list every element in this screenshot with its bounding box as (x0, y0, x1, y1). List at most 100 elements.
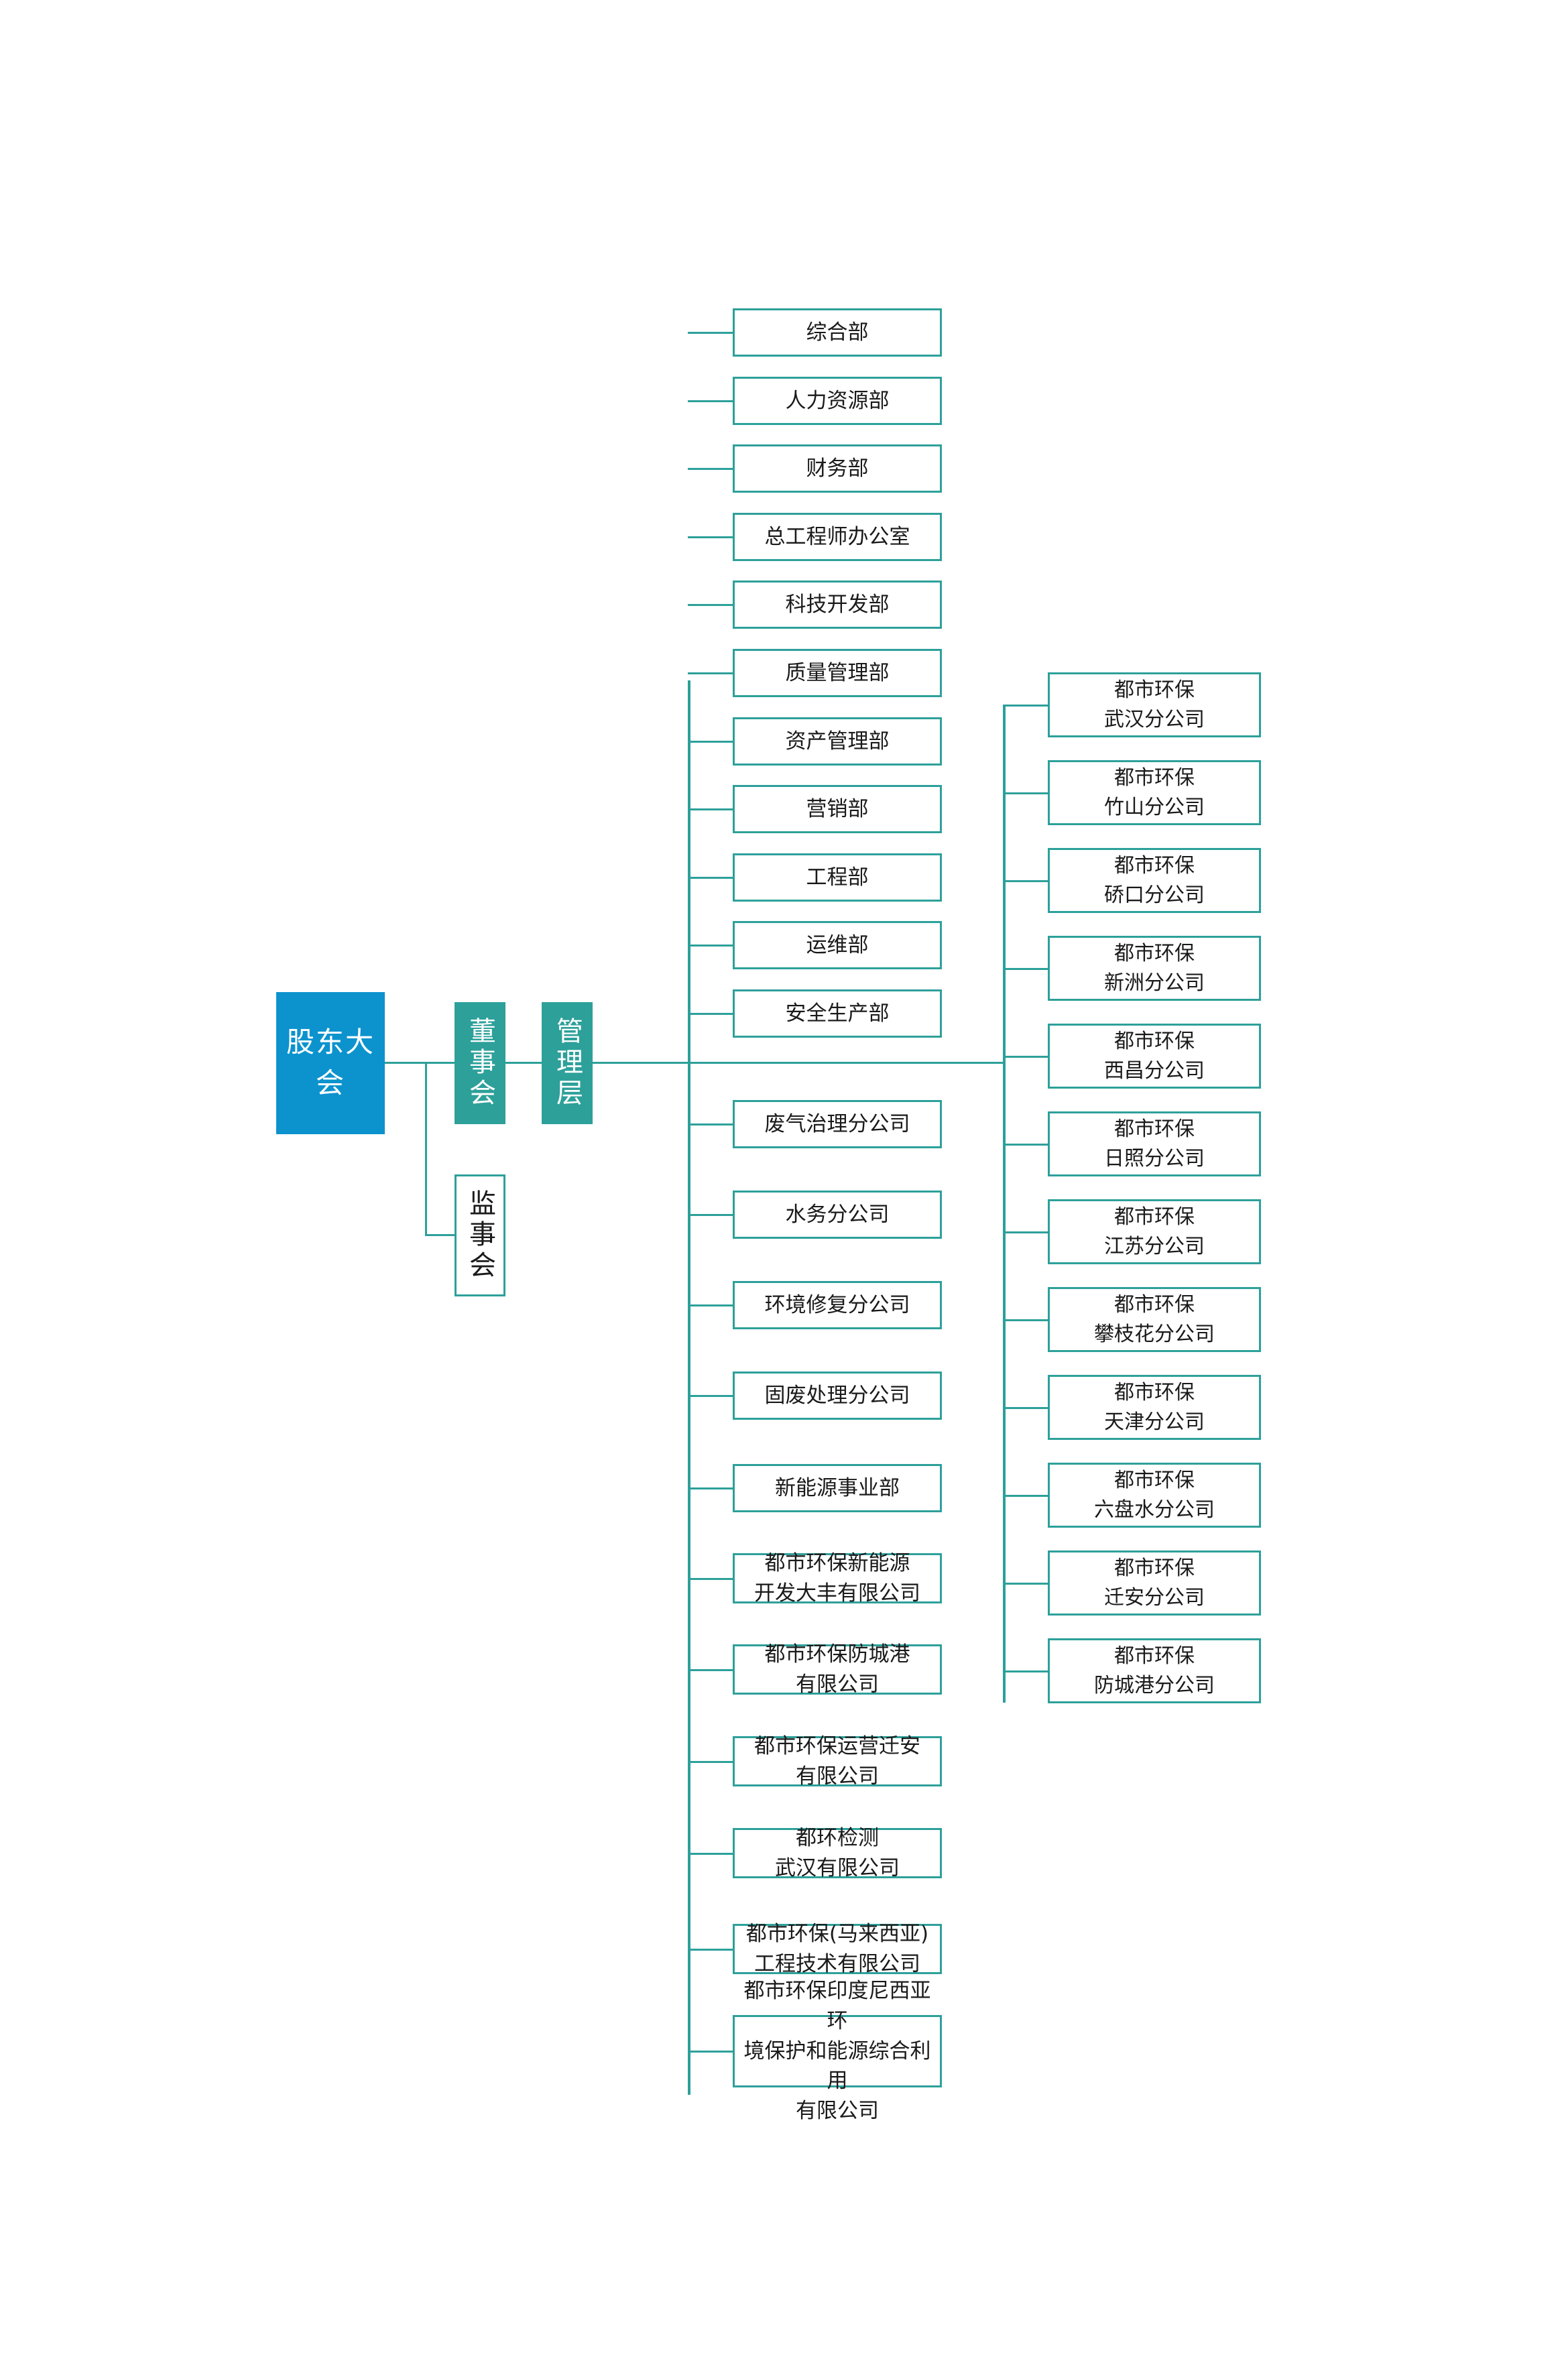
branch-node[interactable]: 都市环保 六盘水分公司 (1048, 1463, 1261, 1528)
branch-node[interactable]: 都市环保 武汉分公司 (1048, 672, 1261, 737)
branch-label: 都市环保 日照分公司 (1104, 1117, 1205, 1170)
department-label: 都市环保运营迁安 有限公司 (754, 1733, 920, 1788)
department-connector-stub (688, 741, 733, 743)
branch-label: 都市环保 武汉分公司 (1104, 678, 1205, 731)
department-connector-stub (688, 1214, 733, 1216)
branch-label: 都市环保 硚口分公司 (1104, 854, 1205, 907)
department-node[interactable]: 营销部 (733, 785, 942, 833)
node-board-of-directors[interactable]: 董事会 (455, 1002, 505, 1124)
connector-shareholders-to-board (385, 1062, 456, 1064)
department-connector-stub (688, 1395, 733, 1397)
management-layer-label: 管理层 (552, 1017, 583, 1109)
department-connector-stub (688, 1487, 733, 1489)
branch-node[interactable]: 都市环保 迁安分公司 (1048, 1550, 1261, 1616)
department-node[interactable]: 新能源事业部 (733, 1464, 942, 1512)
department-node[interactable]: 都环检测 武汉有限公司 (733, 1826, 942, 1880)
department-connector-stub (688, 468, 733, 470)
branch-node[interactable]: 都市环保 江苏分公司 (1048, 1199, 1261, 1264)
department-node[interactable]: 废气治理分公司 (733, 1100, 942, 1148)
node-board-of-supervisors[interactable]: 监事会 (455, 1174, 505, 1296)
branch-label: 都市环保 江苏分公司 (1104, 1205, 1205, 1258)
department-node[interactable]: 环境修复分公司 (733, 1281, 942, 1329)
department-node[interactable]: 都市环保新能源 开发大丰有限公司 (733, 1551, 942, 1605)
department-connector-stub (688, 945, 733, 947)
node-management-layer[interactable]: 管理层 (542, 1002, 593, 1124)
department-label: 废气治理分公司 (764, 1111, 910, 1136)
department-label: 固废处理分公司 (764, 1383, 910, 1408)
branch-connector-stub (1003, 1319, 1048, 1321)
branch-node[interactable]: 都市环保 天津分公司 (1048, 1375, 1261, 1440)
branch-label: 都市环保 天津分公司 (1104, 1381, 1205, 1434)
department-label: 科技开发部 (785, 592, 890, 617)
departments-trunk-line (688, 680, 690, 2095)
branch-label: 都市环保 西昌分公司 (1104, 1030, 1205, 1083)
branch-connector-stub (1003, 1231, 1048, 1233)
department-connector-stub (688, 1668, 733, 1671)
branch-connector-stub (1003, 967, 1048, 970)
department-node[interactable]: 工程部 (733, 853, 942, 902)
branch-connector-stub (1003, 1582, 1048, 1585)
department-label: 都市环保防城港 有限公司 (764, 1642, 910, 1697)
department-connector-stub (688, 1760, 733, 1763)
department-node[interactable]: 都市环保(马来西亚) 工程技术有限公司 (733, 1922, 942, 1976)
department-label: 人力资源部 (785, 388, 890, 413)
branch-label: 都市环保 六盘水分公司 (1094, 1469, 1215, 1522)
branch-connector-stub (1003, 792, 1048, 794)
branch-connector-stub (1003, 1670, 1048, 1672)
department-node[interactable]: 运维部 (733, 921, 942, 969)
department-connector-stub (688, 2051, 733, 2053)
department-label: 运维部 (806, 932, 869, 957)
department-connector-stub (688, 808, 733, 810)
department-node[interactable]: 都市环保运营迁安 有限公司 (733, 1734, 942, 1788)
branch-node[interactable]: 都市环保 硚口分公司 (1048, 848, 1261, 913)
department-node[interactable]: 总工程师办公室 (733, 513, 942, 561)
department-node[interactable]: 质量管理部 (733, 649, 942, 697)
department-label: 营销部 (806, 796, 869, 821)
board-of-directors-label: 董事会 (465, 1017, 495, 1109)
connector-board-to-management (504, 1062, 543, 1064)
department-connector-stub (688, 1948, 733, 1951)
department-node[interactable]: 资产管理部 (733, 717, 942, 766)
department-label: 安全生产部 (785, 1001, 890, 1026)
department-node[interactable]: 安全生产部 (733, 989, 942, 1038)
department-node[interactable]: 综合部 (733, 308, 942, 357)
branch-label: 都市环保 新洲分公司 (1104, 942, 1205, 995)
department-node[interactable]: 固废处理分公司 (733, 1372, 942, 1420)
shareholders-meeting-label: 股东大会 (286, 1026, 375, 1099)
department-label: 总工程师办公室 (764, 524, 910, 549)
branch-connector-stub (1003, 1406, 1048, 1409)
branch-connector-stub (1003, 879, 1048, 882)
connector-management-to-branches (688, 1062, 1006, 1064)
department-label: 质量管理部 (785, 660, 890, 685)
department-label: 资产管理部 (785, 729, 890, 753)
branch-node[interactable]: 都市环保 西昌分公司 (1048, 1024, 1261, 1089)
department-node[interactable]: 都市环保防城港 有限公司 (733, 1642, 942, 1697)
department-node[interactable]: 财务部 (733, 444, 942, 493)
branch-node[interactable]: 都市环保 新洲分公司 (1048, 936, 1261, 1001)
branches-trunk-line (1003, 705, 1006, 1703)
branch-connector-stub (1003, 1143, 1048, 1146)
department-connector-stub (688, 1123, 733, 1125)
department-connector-stub (688, 1304, 733, 1306)
branch-node[interactable]: 都市环保 竹山分公司 (1048, 760, 1261, 825)
department-connector-stub (688, 604, 733, 606)
branch-node[interactable]: 都市环保 防城港分公司 (1048, 1638, 1261, 1703)
department-connector-stub (688, 672, 733, 674)
department-node[interactable]: 人力资源部 (733, 377, 942, 425)
department-label: 环境修复分公司 (764, 1292, 910, 1317)
branch-node[interactable]: 都市环保 日照分公司 (1048, 1111, 1261, 1176)
department-label: 都环检测 武汉有限公司 (775, 1825, 900, 1880)
department-node[interactable]: 水务分公司 (733, 1191, 942, 1239)
node-shareholders-meeting[interactable]: 股东大会 (276, 992, 385, 1134)
department-connector-stub (688, 536, 733, 538)
branch-label: 都市环保 迁安分公司 (1104, 1557, 1205, 1609)
connector-drop-to-supervisors (425, 1234, 456, 1236)
department-node[interactable]: 科技开发部 (733, 581, 942, 629)
connector-shareholders-drop (425, 1062, 427, 1236)
branch-node[interactable]: 都市环保 攀枝花分公司 (1048, 1287, 1261, 1352)
department-label: 综合部 (806, 320, 869, 345)
department-node[interactable]: 都市环保印度尼西亚环 境保护和能源综合利用 有限公司 (733, 1979, 942, 2123)
connector-management-to-departments (591, 1062, 690, 1064)
department-connector-stub (688, 1013, 733, 1015)
